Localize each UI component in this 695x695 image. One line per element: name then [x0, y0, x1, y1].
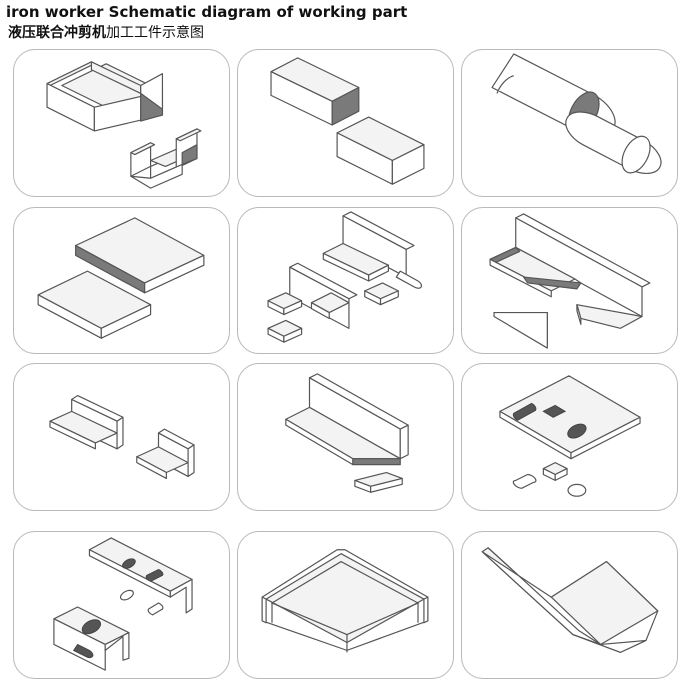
panel-angle-mitre: [461, 207, 678, 354]
flat-plate-icon: [37, 217, 205, 339]
angle-bend-icon: [261, 549, 429, 653]
panel-flat-plate: [13, 207, 230, 354]
panel-round-bar: [461, 49, 678, 197]
channel-steel-icon: [46, 61, 202, 189]
panel-bracket-punch: [13, 531, 230, 679]
angle-shear-icon: [285, 373, 409, 493]
round-bar-icon: [491, 53, 662, 175]
angle-cut-icon: [49, 394, 195, 480]
angle-mitre-icon: [489, 213, 651, 349]
square-bar-icon: [270, 57, 425, 185]
plate-punch-icon: [499, 375, 641, 497]
subtitle-bold: 液压联合冲剪机: [8, 25, 106, 41]
bracket-punch-icon: [53, 537, 193, 671]
angle-notch-icon: [267, 211, 423, 343]
panel-angle-shear: [237, 363, 454, 511]
panel-plate-punch: [461, 363, 678, 511]
panel-angle-bend: [237, 531, 454, 679]
panel-angle-notch: [237, 207, 454, 354]
panel-channel: [13, 49, 230, 197]
page-title: iron worker Schematic diagram of working…: [6, 3, 408, 21]
panel-square-bar: [237, 49, 454, 197]
panel-angle-cut: [13, 363, 230, 511]
subtitle-rest: 加工工件示意图: [106, 25, 204, 41]
panel-plate-bend: [461, 531, 678, 679]
page-subtitle: 液压联合冲剪机加工工件示意图: [8, 22, 204, 42]
plate-bend-icon: [481, 547, 659, 653]
